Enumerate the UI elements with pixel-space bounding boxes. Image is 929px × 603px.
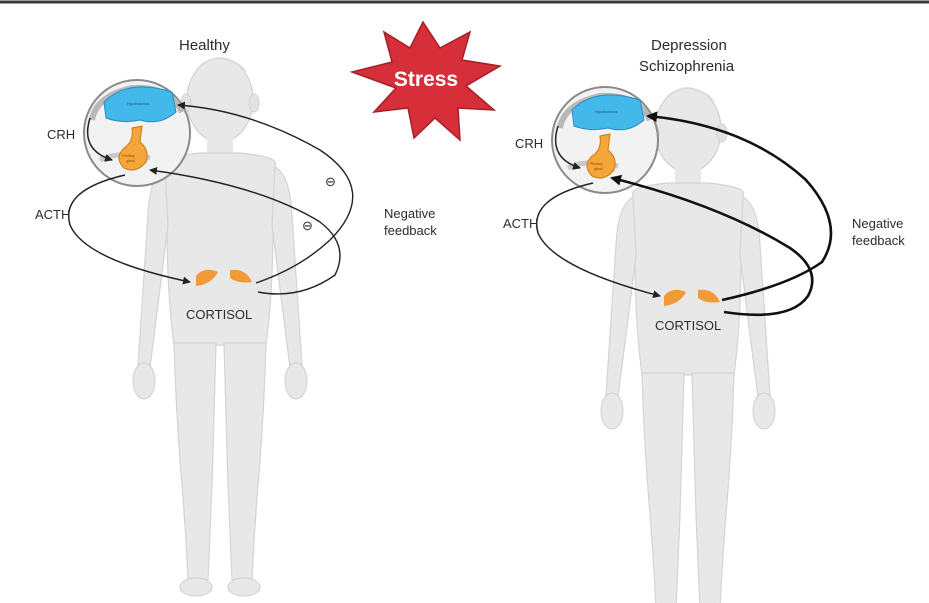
disease-title-2: Schizophrenia	[639, 58, 735, 75]
disease-brain-magnifier: Hypothalamus Pituitary gland	[552, 87, 658, 193]
disease-pituitary-label-2: gland	[594, 167, 603, 171]
disease-panel: Hypothalamus Pituitary gland Depression …	[503, 37, 905, 603]
disease-feedback-label-2: feedback	[852, 233, 905, 248]
healthy-hypothalamus-label: Hypothalamus	[127, 102, 150, 106]
healthy-acth-label: ACTH	[35, 207, 70, 222]
disease-title-1: Depression	[651, 37, 727, 54]
disease-crh-label: CRH	[515, 136, 543, 151]
healthy-inhibit-symbol-1: ⊖	[325, 174, 336, 189]
healthy-title: Healthy	[179, 37, 230, 54]
disease-cortisol-label: CORTISOL	[655, 318, 721, 333]
disease-acth-label: ACTH	[503, 216, 538, 231]
healthy-pituitary-label-1: Pituitary	[122, 154, 135, 158]
healthy-panel: Hypothalamus Pituitary gland ⊖ ⊖ Healthy…	[35, 37, 437, 596]
healthy-cortisol-label: CORTISOL	[186, 307, 252, 322]
disease-hypothalamus-label: Hypothalamus	[595, 110, 618, 114]
stress-label: Stress	[394, 68, 458, 91]
healthy-brain-magnifier: Hypothalamus Pituitary gland	[84, 80, 190, 186]
healthy-pituitary-label-2: gland	[126, 159, 135, 163]
healthy-inhibit-symbol-2: ⊖	[302, 218, 313, 233]
disease-pituitary-label-1: Pituitary	[590, 162, 603, 166]
disease-feedback-label-1: Negative	[852, 216, 903, 231]
healthy-feedback-label-1: Negative	[384, 206, 435, 221]
stress-burst: Stress	[352, 22, 500, 140]
healthy-feedback-label-2: feedback	[384, 223, 437, 238]
healthy-crh-label: CRH	[47, 127, 75, 142]
